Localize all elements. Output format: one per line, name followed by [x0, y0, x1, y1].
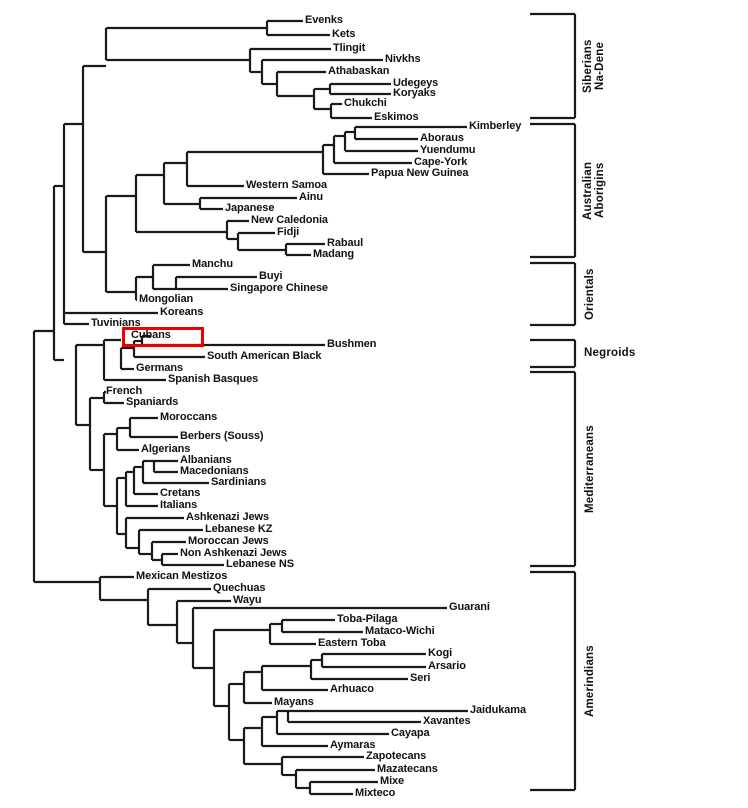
group-label-text: Na-Dene [594, 41, 606, 91]
group-label-orientals: Orientals [584, 268, 596, 320]
leaf-label: Mexican Mestizos [136, 570, 228, 582]
leaf-label: Mayans [274, 696, 314, 708]
leaf-label: Ainu [299, 191, 324, 203]
leaf-label: Madang [313, 248, 354, 260]
group-label-mediterraneans: Mediterraneans [584, 425, 596, 513]
leaf-label: Arhuaco [330, 683, 374, 695]
leaf-label: Udegeys [393, 77, 439, 89]
group-brackets [530, 12, 577, 792]
leaf-label: Toba-Pilaga [337, 613, 398, 625]
leaf-label: Evenks [305, 14, 343, 26]
leaf-label: Spaniards [126, 396, 179, 408]
leaf-label: Macedonians [180, 465, 249, 477]
leaf-label: Cape-York [414, 156, 468, 168]
leaf-label: Arsario [428, 660, 466, 672]
leaf-label: Cretans [160, 487, 201, 499]
leaf-label: Xavantes [423, 715, 471, 727]
group-label-text: Australian [582, 161, 594, 220]
leaf-label: Albanians [180, 454, 232, 466]
leaf-label: Western Samoa [246, 179, 328, 191]
leaf-label: Tuvinians [91, 317, 141, 329]
leaf-label: Mongolian [139, 293, 194, 305]
leaf-label: Jaidukama [470, 704, 526, 716]
leaf-label: Lebanese NS [226, 558, 294, 570]
leaf-label: Cubans [131, 329, 171, 341]
leaf-label: Kogi [428, 647, 453, 659]
leaf-label: Kets [332, 28, 356, 40]
leaf-label: Spanish Basques [168, 373, 259, 385]
leaf-label: Buyi [259, 270, 283, 282]
leaf-label: Koreans [160, 306, 204, 318]
leaf-label: Mixteco [355, 787, 396, 799]
leaf-label: Manchu [192, 258, 233, 270]
leaf-label: Berbers (Souss) [180, 430, 264, 442]
leaf-label: Athabaskan [328, 65, 390, 77]
leaf-label: Koryaks [393, 87, 436, 99]
leaf-label: Papua New Guinea [371, 167, 469, 179]
leaf-label: Lebanese KZ [205, 523, 273, 535]
leaf-label: Non Ashkenazi Jews [180, 547, 287, 559]
leaf-label: Cayapa [391, 727, 430, 739]
leaf-label: Bushmen [327, 338, 377, 350]
leaf-label: Zapotecans [366, 750, 427, 762]
leaf-label: Nivkhs [385, 53, 421, 65]
leaf-label: Guarani [449, 601, 490, 613]
leaf-label: Algerians [141, 443, 191, 455]
leaf-label: Sardinians [211, 476, 267, 488]
leaf-label: Eastern Toba [318, 637, 386, 649]
leaf-label: Mixe [380, 775, 405, 787]
leaf-label: Wayu [233, 594, 262, 606]
leaf-label: Yuendumu [420, 144, 476, 156]
group-label-text: Siberians [582, 39, 594, 93]
leaf-label: French [106, 385, 143, 397]
leaf-label: Japanese [225, 202, 275, 214]
leaf-label: Ashkenazi Jews [186, 511, 269, 523]
leaf-label: Italians [160, 499, 198, 511]
group-label-negroids: Negroids [584, 346, 636, 359]
leaf-label: Aymaras [330, 739, 376, 751]
leaf-label: Kimberley [469, 120, 522, 132]
leaf-label: Germans [136, 362, 183, 374]
leaf-label: Moroccans [160, 411, 218, 423]
cubans-highlight-box [122, 327, 204, 347]
leaf-label: Moroccan Jews [188, 535, 269, 547]
leaf-label: Mazatecans [377, 763, 438, 775]
leaf-label: South American Black [207, 350, 322, 362]
group-label-amerindians: Amerindians [584, 645, 596, 717]
leaf-label: Seri [410, 672, 431, 684]
leaf-label: Mataco-Wichi [365, 625, 435, 637]
leaf-label: Eskimos [374, 111, 419, 123]
leaf-label: Singapore Chinese [230, 282, 328, 294]
leaf-label: Rabaul [327, 237, 364, 249]
leaf-label: Fidji [277, 226, 300, 238]
group-label-text: Aborigins [594, 162, 606, 219]
leaf-label: New Caledonia [251, 214, 328, 226]
leaf-label: Quechuas [213, 582, 266, 594]
leaf-label: Tlingit [333, 42, 366, 54]
leaf-label: Chukchi [344, 97, 387, 109]
leaf-label: Aboraus [420, 132, 464, 144]
